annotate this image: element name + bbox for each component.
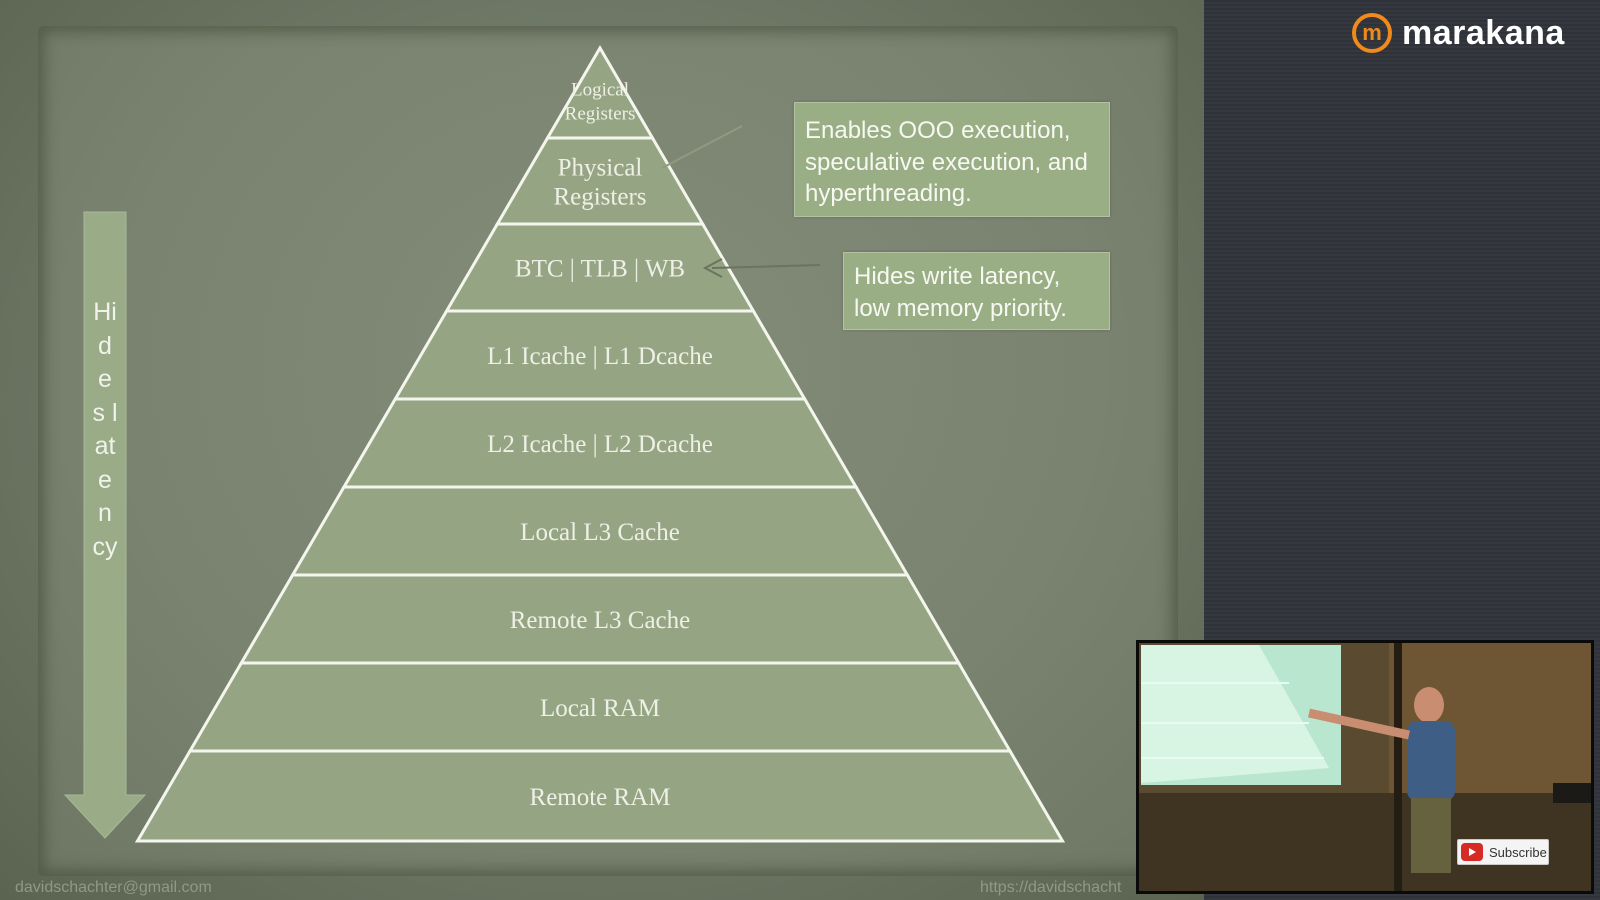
footer-email: davidschachter@gmail.com xyxy=(15,879,212,896)
pyramid-tier-label-5: Local L3 Cache xyxy=(520,519,680,546)
latency-arrow-label: Hides latency xyxy=(92,298,118,561)
footer-url: https://davidschacht xyxy=(980,879,1122,896)
subscribe-label: Subscribe xyxy=(1489,844,1547,860)
callout-ooo-execution: Enables OOO execution, speculative execu… xyxy=(794,102,1110,217)
pyramid-tier-label-8: Remote RAM xyxy=(530,784,671,811)
youtube-play-icon xyxy=(1461,843,1483,861)
marakana-logo: m marakana xyxy=(1352,10,1565,56)
pyramid-tier-8 xyxy=(134,749,1066,843)
callout-write-arrowhead xyxy=(702,258,723,278)
pyramid-tier-label-7: Local RAM xyxy=(540,695,660,722)
callout-ooo-pointer xyxy=(661,125,743,169)
marakana-logo-text: marakana xyxy=(1402,13,1565,52)
pyramid-tier-label-3: L1 Icache | L1 Dcache xyxy=(487,343,713,370)
pyramid-tier-label-4: L2 Icache | L2 Dcache xyxy=(487,431,713,458)
marakana-logo-icon: m xyxy=(1352,13,1392,53)
callout-write-pointer xyxy=(711,264,821,269)
callout-write-latency: Hides write latency, low memory priority… xyxy=(843,252,1110,330)
subscribe-button[interactable]: Subscribe xyxy=(1457,839,1549,865)
pyramid-tier-label-6: Remote L3 Cache xyxy=(510,607,691,634)
latency-arrow xyxy=(63,211,147,839)
pyramid-tier-label-2: BTC | TLB | WB xyxy=(515,255,685,282)
